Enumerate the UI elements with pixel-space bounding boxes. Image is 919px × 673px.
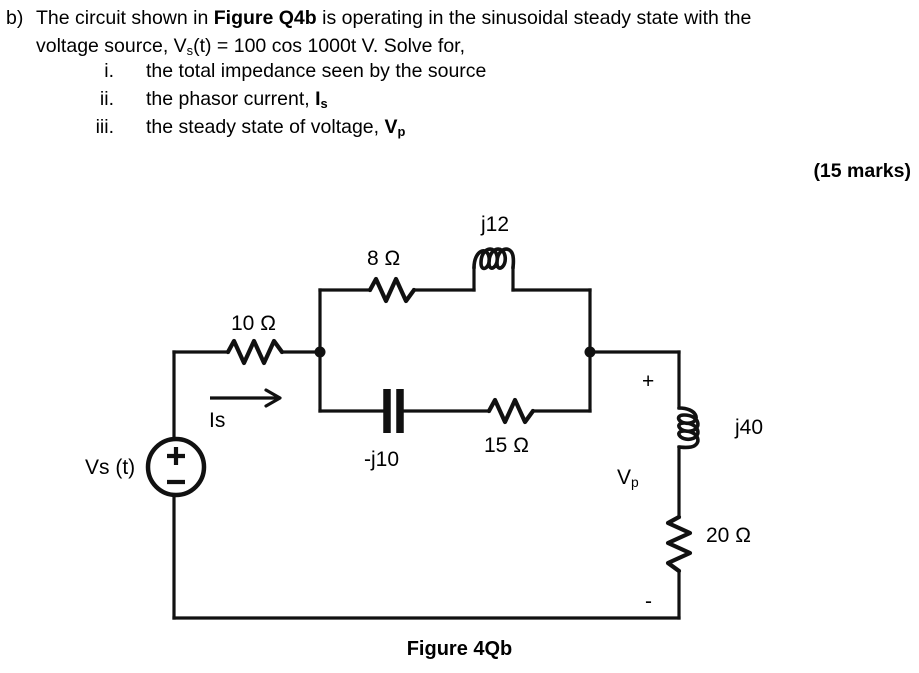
list-item: ii. the phasor current, Is [52,88,912,116]
item-text-body: the phasor current, [146,88,316,110]
item-text-body: the total impedance seen by the source [146,60,487,82]
marks-label: (15 marks) [813,160,911,182]
label-resistor-15ohm: 15 Ω [484,434,529,457]
label-vp-polarity-minus: - [645,590,652,613]
question-line1-pre: The circuit shown in [36,7,214,29]
label-resistor-10ohm: 10 Ω [231,312,276,335]
figure-caption: Figure 4Qb [406,638,513,660]
question-line2-pre: voltage source, V [36,35,187,57]
item-number: ii. [99,88,114,110]
voltage-source-circle [145,436,207,498]
item-text: the phasor current, Is [114,88,328,111]
label-vp-base: V [617,466,632,489]
label-voltage-source: Vs (t) [85,456,136,479]
resistor-10ohm-symbol [225,338,285,366]
circuit-schematic-svg [145,247,700,620]
resistor-15ohm-symbol [486,397,536,425]
label-vp-polarity-plus: + [642,370,655,393]
item-number: iii. [95,116,114,138]
figure-reference: Figure Q4b [213,7,317,29]
label-inductor-j40: j40 [735,416,764,439]
resistor-8ohm-symbol [367,276,417,304]
question-line1-post: is operating in the sinusoidal steady st… [316,7,752,29]
item-text: the total impedance seen by the source [114,60,486,83]
item-symbol: V [384,116,398,138]
label-capacitor-j10: -j10 [364,448,400,471]
list-item: iii. the steady state of voltage, Vp [52,116,912,144]
question-text: The circuit shown in Figure Q4b is opera… [36,4,914,60]
item-number: i. [104,60,114,82]
question-line-2: voltage source, Vs(t) = 100 cos 1000t V.… [36,32,914,60]
question-main-paragraph: b) The circuit shown in Figure Q4b is op… [6,4,914,60]
question-marker: b) [6,7,24,29]
label-resistor-8ohm: 8 Ω [367,247,401,270]
label-resistor-20ohm: 20 Ω [706,524,751,547]
source-plus-sign [167,447,185,465]
inductor-j12-symbol [472,247,516,271]
item-text-body: the steady state of voltage, [146,116,385,138]
label-vp: Vp [617,466,639,491]
item-symbol-subscript: s [320,95,328,111]
question-sub-items: i. the total impedance seen by the sourc… [52,60,912,144]
vs-subscript: s [186,42,194,58]
list-item: i. the total impedance seen by the sourc… [52,60,912,88]
item-symbol-subscript: p [397,123,406,139]
question-line2-post: (t) = 100 cos 1000t V. Solve for, [193,35,466,57]
inductor-j40-symbol [676,406,700,450]
item-symbol: I [315,88,321,110]
question-line-1: The circuit shown in Figure Q4b is opera… [36,4,914,32]
label-inductor-j12: j12 [481,213,510,236]
label-current-is: Is [209,409,226,432]
resistor-20ohm-symbol [665,514,693,574]
label-vp-subscript: p [631,474,639,491]
circuit-diagram: 10 Ω 8 Ω j12 -j10 15 Ω j40 20 Ω Is Vs (t… [0,195,919,673]
item-text: the steady state of voltage, Vp [114,116,405,139]
current-arrow-head [264,388,282,408]
